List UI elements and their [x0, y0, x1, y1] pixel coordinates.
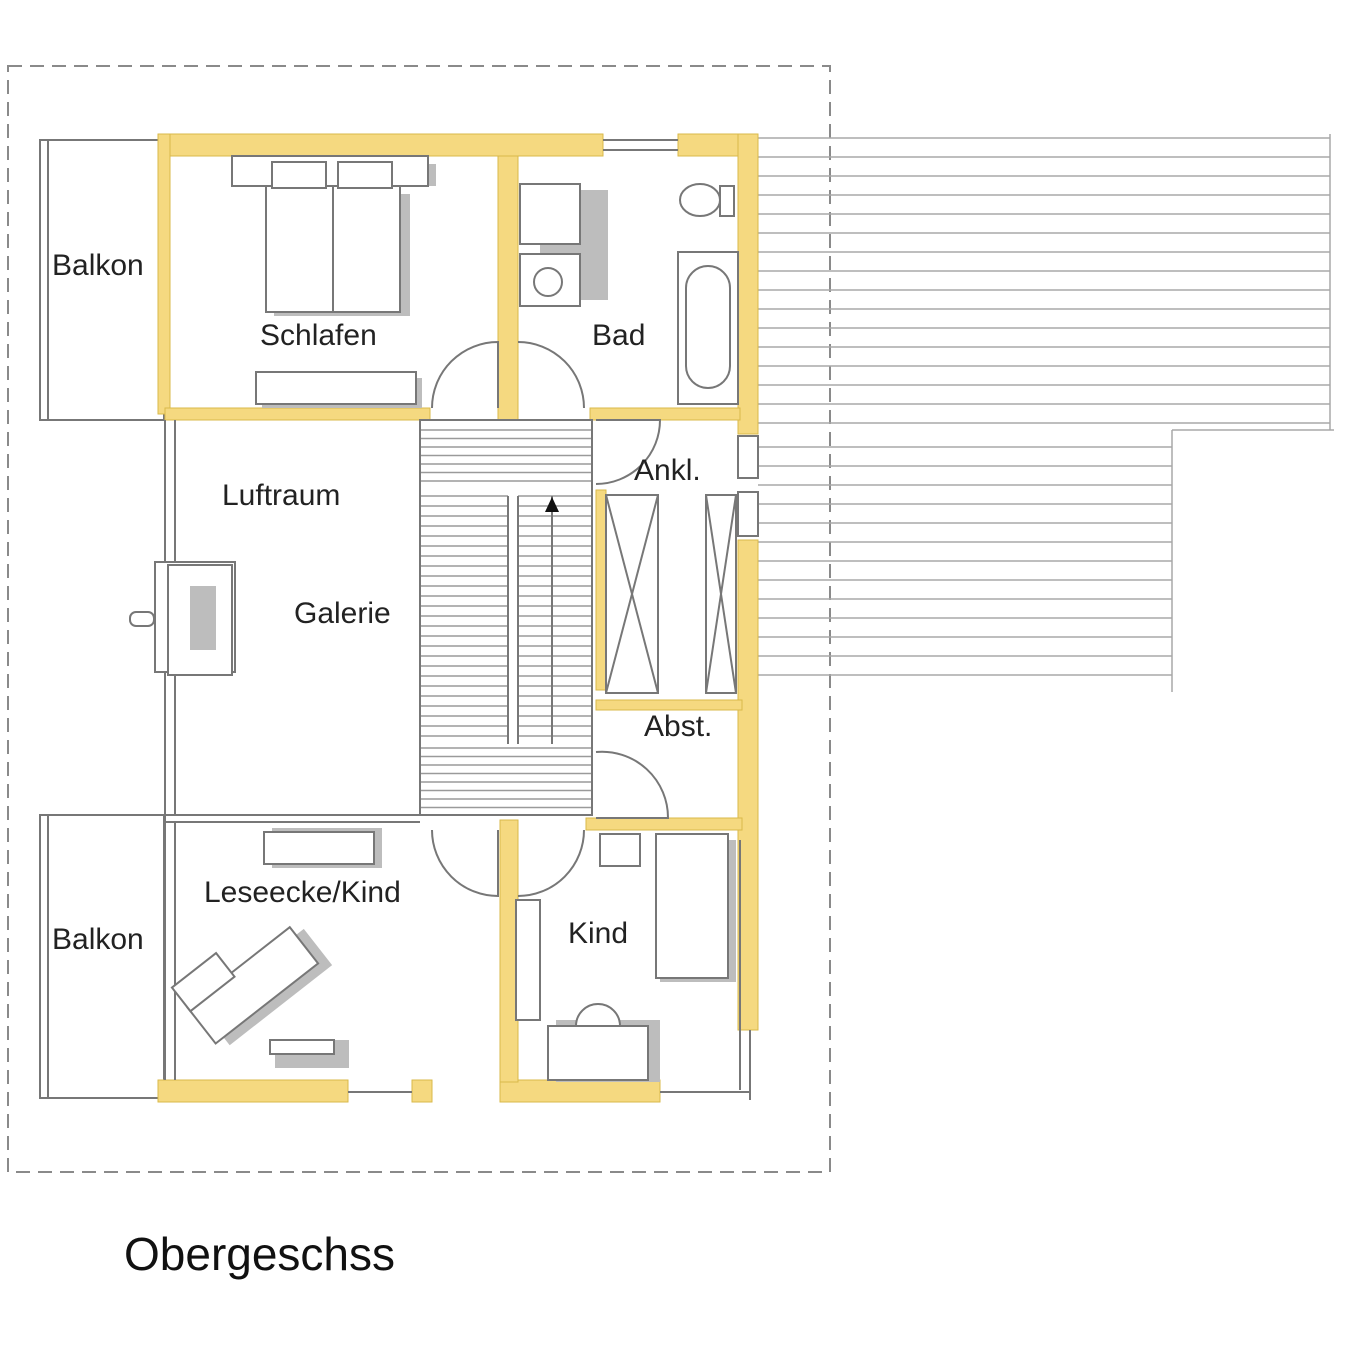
- balcony-bottom-label: Balkon: [52, 923, 144, 956]
- stair-direction-arrow: [545, 497, 559, 512]
- leseecke-label: Leseecke/Kind: [204, 876, 401, 909]
- schlafen-label: Schlafen: [260, 319, 377, 352]
- staircase: [420, 429, 592, 809]
- door-swings: [431, 340, 670, 898]
- stair-outline: [419, 419, 593, 816]
- terrace-deck: [758, 134, 1334, 692]
- wardrobe: [605, 435, 759, 694]
- galerie-label: Galerie: [294, 597, 391, 630]
- abstellraum-label: Abst.: [644, 710, 712, 743]
- balcony-top-label: Balkon: [52, 249, 144, 282]
- balcony-bottom-outline: [39, 814, 165, 1099]
- floor-title: Obergeschss: [124, 1228, 395, 1280]
- walls: [157, 133, 759, 1103]
- kids-room-furniture: [515, 833, 736, 1082]
- ankleide-label: Ankl.: [634, 454, 701, 487]
- bad-label: Bad: [592, 319, 645, 352]
- reading-corner-furniture: [170, 828, 382, 1068]
- luftraum-label: Luftraum: [222, 479, 340, 512]
- kind-label: Kind: [568, 917, 628, 950]
- fireplace: [129, 561, 236, 676]
- bathroom-fixtures: [519, 183, 739, 405]
- double-bed: [231, 155, 436, 408]
- roof-outline: [7, 65, 831, 1173]
